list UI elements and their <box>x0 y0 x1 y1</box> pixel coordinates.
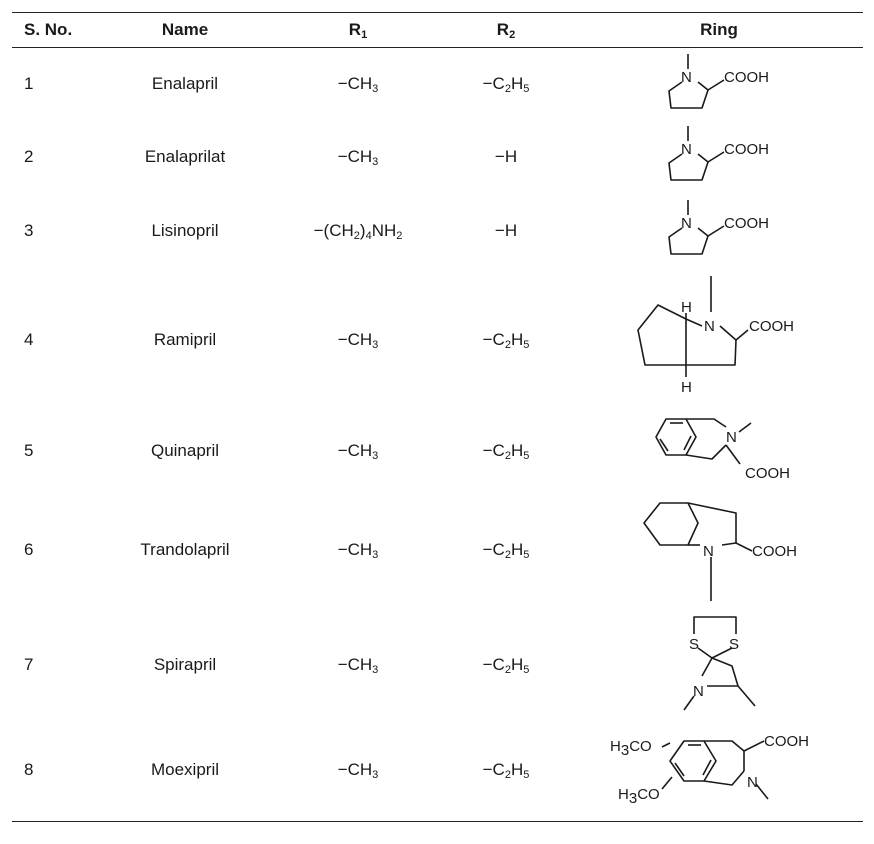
header-rule <box>12 47 863 48</box>
h3co-label: H3CO <box>610 738 652 759</box>
row-7-r2: −C2H5 <box>482 655 530 676</box>
row-3-name: Lisinopril <box>151 221 219 240</box>
row-4-r1: −CH3 <box>337 330 379 351</box>
row-1-name: Enalapril <box>151 74 219 93</box>
cooh-label: COOH <box>749 318 794 335</box>
row-2-r2: −H <box>494 147 518 166</box>
n-atom-label: N <box>747 774 758 791</box>
header-ring: Ring <box>700 20 738 39</box>
cooh-label: COOH <box>724 215 769 232</box>
row-8-sno: 8 <box>24 760 34 779</box>
header-sno: S. No. <box>24 20 73 39</box>
cooh-label: COOH <box>764 733 809 750</box>
row-8-name: Moexipril <box>150 760 220 779</box>
s-atom-label: S <box>689 636 699 653</box>
proline-ring-icon: N COOH <box>668 54 769 109</box>
row-5-r2: −C2H5 <box>482 441 530 462</box>
cooh-label: COOH <box>752 543 797 560</box>
row-3-r2: −H <box>494 221 518 240</box>
row-7-r1: −CH3 <box>337 655 379 676</box>
n-atom-label: N <box>681 215 692 232</box>
row-6-sno: 6 <box>24 540 34 559</box>
row-6-name: Trandolapril <box>140 540 230 559</box>
h-atom-label: H <box>681 379 692 396</box>
n-atom-label: N <box>726 429 737 446</box>
row-1-sno: 1 <box>24 74 34 93</box>
cooh-label: COOH <box>724 141 769 158</box>
row-4-name: Ramipril <box>153 330 217 349</box>
row-7-sno: 7 <box>24 655 34 674</box>
proline-ring-icon: N COOH <box>668 200 769 255</box>
row-2-r1: −CH3 <box>337 147 379 168</box>
row-4-r2: −C2H5 <box>482 330 530 351</box>
cooh-label: COOH <box>724 69 769 86</box>
row-1-r1: −CH3 <box>337 74 379 95</box>
tetrahydroisoquinoline-ring-icon: N COOH <box>655 418 790 482</box>
header-r2: R2 <box>496 20 516 41</box>
h-atom-label: H <box>681 299 692 316</box>
row-7-name: Spirapril <box>153 655 217 674</box>
row-4-sno: 4 <box>24 330 34 349</box>
bottom-rule <box>12 821 863 822</box>
top-rule <box>12 12 863 13</box>
spiro-dithiolane-ring-icon: S S N <box>683 616 756 711</box>
row-8-r2: −C2H5 <box>482 760 530 781</box>
row-5-name: Quinapril <box>150 441 220 460</box>
dimethoxy-isoquinoline-ring-icon: H3CO H3CO N COOH <box>610 733 809 807</box>
cooh-label: COOH <box>745 465 790 482</box>
n-atom-label: N <box>681 69 692 86</box>
n-atom-label: N <box>693 683 704 700</box>
n-atom-label: N <box>703 543 714 560</box>
octahydroindole-ring-icon: N COOH <box>643 502 797 601</box>
row-3-sno: 3 <box>24 221 34 240</box>
header-name: Name <box>161 20 209 39</box>
header-r1: R1 <box>348 20 368 41</box>
row-2-name: Enalaprilat <box>144 147 226 166</box>
bicyclic-cyclopenta-pyrrole-ring-icon: H H N COOH <box>637 276 794 396</box>
row-5-r1: −CH3 <box>337 441 379 462</box>
proline-ring-icon: N COOH <box>668 126 769 181</box>
h3co-label: H3CO <box>618 786 660 807</box>
n-atom-label: N <box>704 318 715 335</box>
row-8-r1: −CH3 <box>337 760 379 781</box>
row-6-r1: −CH3 <box>337 540 379 561</box>
row-1-r2: −C2H5 <box>482 74 530 95</box>
row-3-r1: −(CH2)4NH2 <box>313 221 403 242</box>
row-5-sno: 5 <box>24 441 34 460</box>
n-atom-label: N <box>681 141 692 158</box>
s-atom-label: S <box>729 636 739 653</box>
row-6-r2: −C2H5 <box>482 540 530 561</box>
row-2-sno: 2 <box>24 147 34 166</box>
